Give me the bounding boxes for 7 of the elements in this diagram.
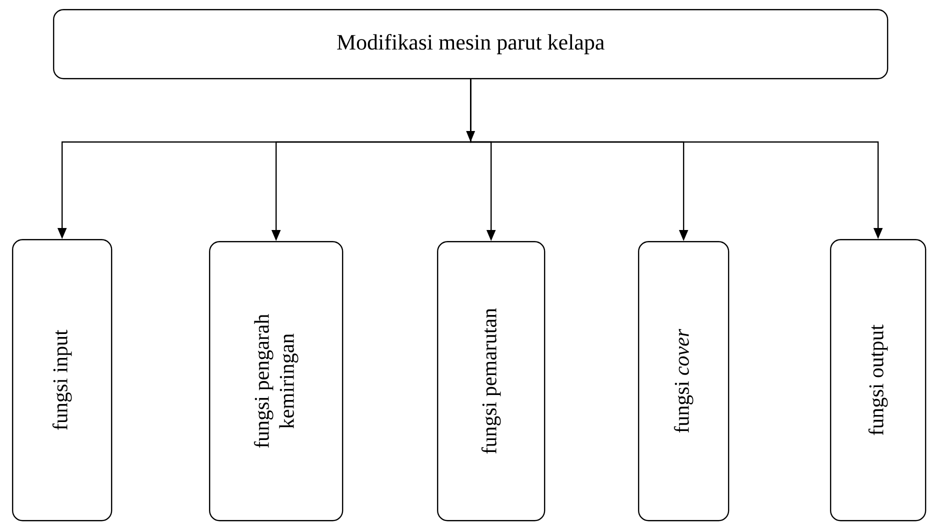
process-box: fungsi cover — [638, 241, 730, 522]
arrowhead — [466, 131, 476, 142]
process-box: Modifikasi mesin parut kelapa — [53, 9, 888, 80]
process-box: fungsi pengarah kemiringan — [209, 241, 344, 522]
process-box: fungsi pemarutan — [437, 241, 546, 522]
process-box: fungsi input — [12, 239, 112, 522]
process-box: fungsi output — [830, 239, 926, 522]
